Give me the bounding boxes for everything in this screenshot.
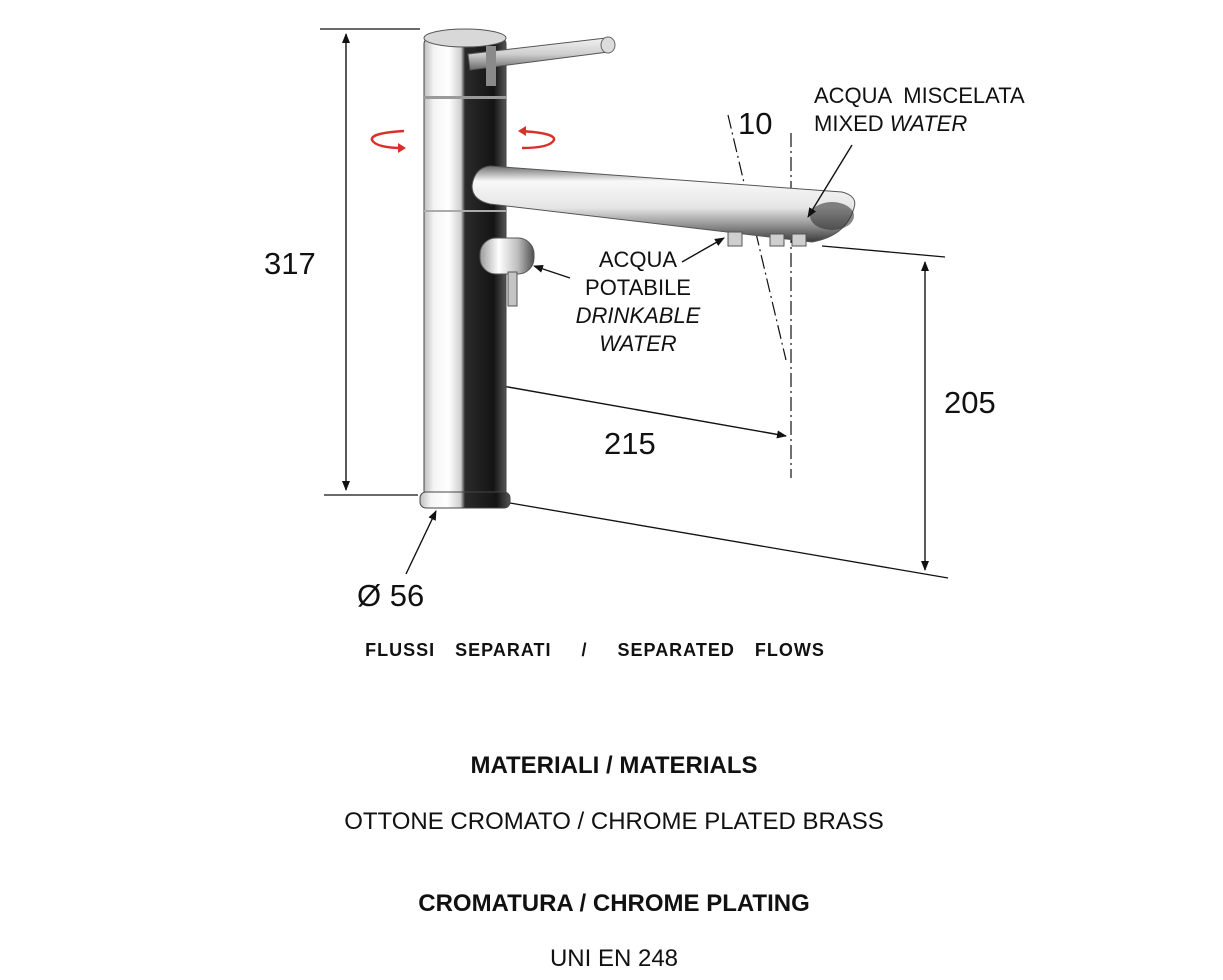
mixed-water-en: MIXED WATER xyxy=(814,110,1025,138)
drinkable-water-en-2: WATER xyxy=(599,331,677,356)
lever-handle xyxy=(467,36,616,86)
drinkable-water-valve xyxy=(479,237,535,307)
dimension-reach-label: 215 xyxy=(604,426,656,461)
drinkable-water-label: ACQUA POTABILE DRINKABLE WATER xyxy=(565,246,711,358)
materials-value: OTTONE CROMATO / CHROME PLATED BRASS xyxy=(344,808,884,835)
dimension-angle-label: 10 xyxy=(738,106,773,141)
mixed-water-it: ACQUA MISCELATA xyxy=(814,83,1025,108)
drinkable-water-en-1: DRINKABLE xyxy=(575,303,701,328)
dimension-spout-height-label: 205 xyxy=(944,385,996,420)
leader-lines xyxy=(405,144,853,575)
dimension-diameter-label: Ø 56 xyxy=(357,578,425,613)
separated-flows-caption: FLUSSI SEPARATI / SEPARATED FLOWS xyxy=(365,640,825,660)
plating-value: UNI EN 248 xyxy=(549,945,679,972)
materials-heading: MATERIALI / MATERIALS xyxy=(470,752,758,779)
dimension-height-label: 317 xyxy=(264,246,316,281)
rotation-arrow-icon xyxy=(370,126,556,153)
plating-heading: CROMATURA / CHROME PLATING xyxy=(418,890,810,917)
mixed-water-en-2: WATER xyxy=(889,111,968,136)
drinkable-water-it-1: ACQUA xyxy=(598,247,678,272)
mixed-water-en-1: MIXED xyxy=(814,111,890,136)
spout xyxy=(471,165,856,247)
dimension-line-reach xyxy=(473,378,787,439)
extension-lines xyxy=(320,28,949,579)
drinkable-water-it-2: POTABILE xyxy=(585,275,691,300)
mixed-water-label: ACQUA MISCELATA MIXED WATER xyxy=(814,82,1025,138)
